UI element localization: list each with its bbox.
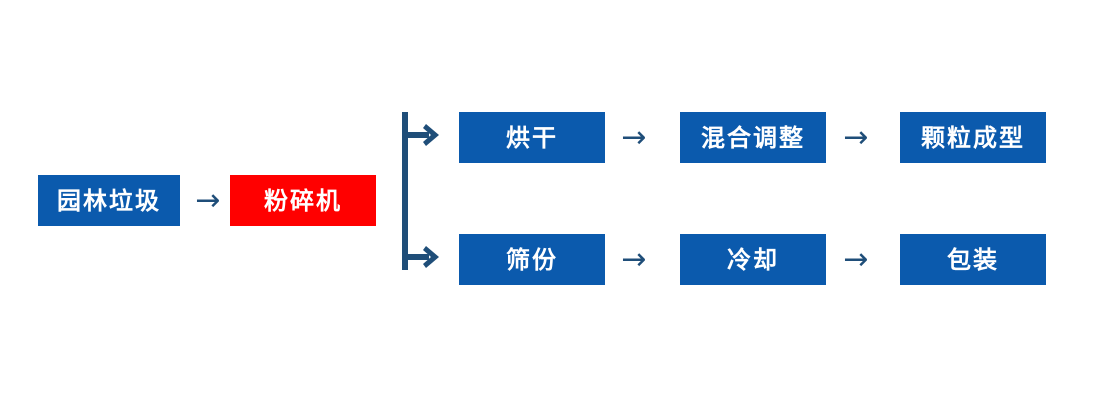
arrow-source-to-crusher: → [195,183,221,218]
node-screening[interactable]: 筛份 [459,234,605,285]
fork-arrow-upper [406,124,439,146]
node-mixing-adjustment[interactable]: 混合调整 [680,112,826,163]
arrow-mixing-to-pelletizing: → [843,120,869,155]
node-cooling[interactable]: 冷却 [680,234,826,285]
node-pellet-forming[interactable]: 颗粒成型 [900,112,1046,163]
fork-vertical-spine [402,112,408,270]
arrow-cooling-to-packaging: → [843,242,869,277]
fork-split-connector [402,112,439,270]
node-drying[interactable]: 烘干 [459,112,605,163]
node-crusher[interactable]: 粉碎机 [230,175,376,226]
arrow-screening-to-cooling: → [621,242,647,277]
arrow-drying-to-mixing: → [621,120,647,155]
fork-arrow-lower [406,246,439,268]
node-garden-waste[interactable]: 园林垃圾 [38,175,180,226]
node-packaging[interactable]: 包装 [900,234,1046,285]
